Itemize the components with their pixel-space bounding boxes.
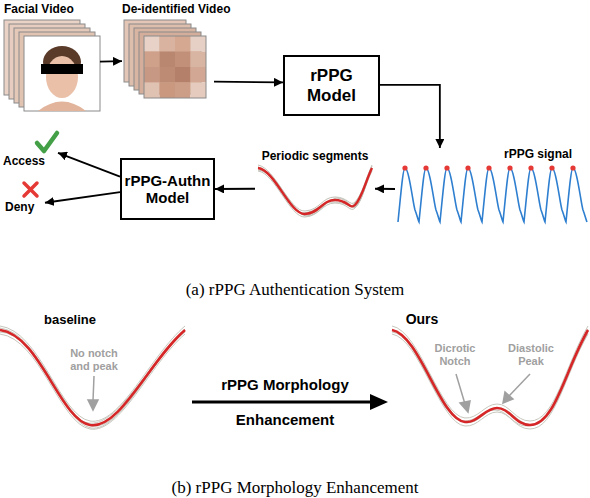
node-text: rPPG Model — [297, 66, 367, 105]
segment-traces — [258, 165, 372, 217]
check-icon — [37, 133, 57, 151]
flow-arrow — [380, 85, 440, 148]
facial-video-stack — [4, 20, 100, 111]
plot-title: Ours — [392, 311, 452, 327]
ours-plot — [392, 326, 588, 429]
segment-traces — [0, 326, 185, 429]
mean-segment — [392, 330, 588, 425]
arrow-label: Enhancement — [190, 411, 380, 428]
node-text: Facial Video — [4, 2, 100, 16]
video-stack: Facial Video — [0, 0, 100, 112]
enhancement-arrow — [192, 394, 388, 410]
node-text: Access — [3, 154, 58, 168]
cross-icon — [24, 183, 37, 196]
plot-title: baseline — [30, 313, 110, 328]
flow-arrow — [214, 81, 283, 84]
periodic-segments-plot — [258, 165, 372, 217]
node-text: De-identified Video — [122, 2, 214, 16]
flow-arrow — [375, 188, 395, 190]
decision-outcome: Access — [0, 133, 58, 169]
pixelated-video-stack — [124, 20, 206, 98]
signal-plot: rPPG signal — [395, 148, 590, 230]
annotation: Diastolic Peak — [498, 342, 564, 367]
video-frame — [144, 36, 206, 98]
mean-segment — [258, 168, 372, 214]
process-box: rPPG-Authn Model — [120, 158, 215, 220]
baseline-plot — [0, 326, 185, 429]
node-text: Deny — [5, 200, 45, 214]
shoulders — [38, 102, 86, 112]
arrow-label: rPPG Morphology — [190, 376, 380, 393]
annotation: No notch and peak — [64, 347, 124, 372]
node-text: Periodic segments — [255, 149, 375, 163]
process-box: rPPG Model — [283, 55, 380, 116]
face — [46, 56, 78, 98]
annotation: Dicrotic Notch — [424, 342, 486, 367]
flow-arrow — [45, 192, 120, 203]
mean-segment — [0, 330, 185, 425]
segment-traces — [392, 326, 588, 429]
mosaic — [144, 36, 206, 98]
figure-caption: (b) rPPG Morphology Enhancement — [0, 478, 590, 498]
flow-arrow — [100, 60, 122, 62]
figure-caption: (a) rPPG Authentication System — [0, 280, 590, 300]
peak-markers — [402, 165, 575, 170]
video-frame — [24, 36, 100, 111]
annotation-pointers — [88, 374, 530, 412]
rppg-signal — [398, 165, 587, 222]
flow-arrow — [58, 153, 120, 177]
node-text: rPPG-Authn Model — [123, 172, 212, 207]
flow-arrow — [215, 188, 255, 190]
video-stack: De-identified Video — [122, 0, 214, 102]
node-text: rPPG signal — [395, 147, 572, 161]
eye-bar — [41, 64, 83, 74]
waveform — [398, 168, 587, 222]
segments-plot: Periodic segments — [255, 146, 375, 221]
decision-outcome: Deny — [0, 180, 45, 215]
